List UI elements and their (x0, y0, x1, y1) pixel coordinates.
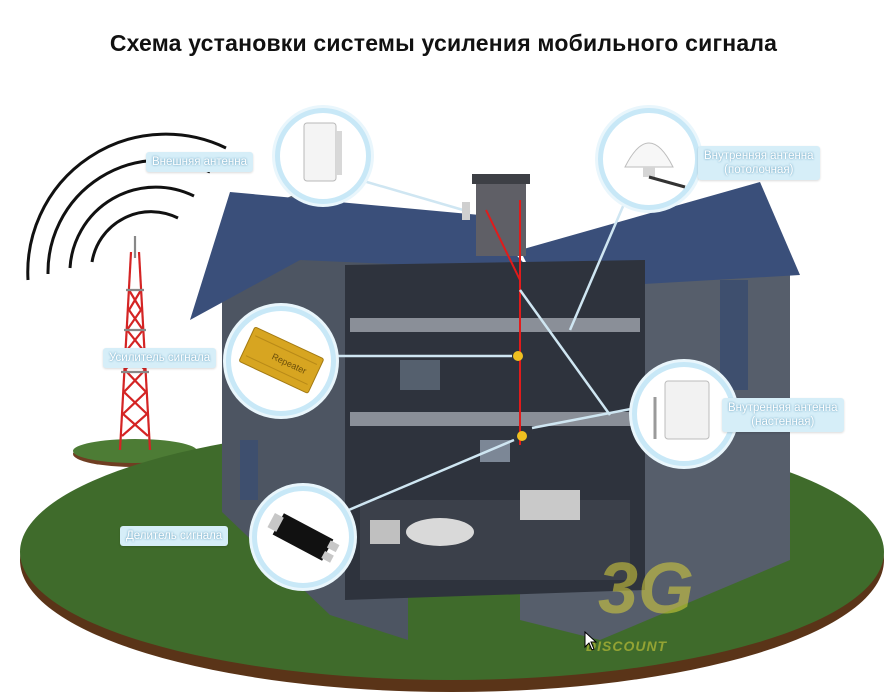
amplifier-point (513, 351, 523, 361)
wall-antenna-icon (653, 380, 710, 440)
floor-1 (350, 412, 640, 426)
rug (406, 518, 474, 546)
amplifier-callout: Repeater (226, 306, 336, 416)
floor-2 (350, 318, 640, 332)
ceiling-antenna-label-line1: Внутренняя антенна (704, 150, 814, 162)
wall-antenna-callout (632, 362, 736, 466)
watermark-sub: DISCOUNT (586, 638, 668, 654)
amplifier-label: Усилитель сигнала (103, 348, 217, 368)
cable (485, 200, 521, 445)
external-antenna-icon (303, 122, 342, 182)
splitter-label: Делитель сигнала (120, 526, 229, 546)
splitter-icon (267, 513, 340, 563)
cell-tower-icon (118, 236, 152, 451)
amplifier-icon: Repeater (239, 326, 324, 394)
wall-antenna-label-line1: Внутренняя антенна (728, 402, 838, 414)
wall-antenna-label-line2: (настенная) (751, 416, 815, 428)
cursor-icon (584, 631, 598, 651)
watermark-logo: 3G (598, 549, 695, 629)
antenna-mount (462, 202, 470, 220)
splitter-callout (252, 486, 354, 588)
external-antenna-label: Внешняя антенна (146, 152, 254, 172)
roof-left (190, 192, 530, 320)
external-antenna-callout (275, 108, 371, 204)
chimney (476, 178, 526, 256)
callout-lines (328, 178, 637, 514)
ceiling-antenna-callout (598, 108, 700, 210)
splitter-point (517, 431, 527, 441)
ceiling-antenna-label: Внутренняя антенна (потолочная) (698, 146, 820, 180)
wall-antenna-label: Внутренняя антенна (настенная) (722, 398, 844, 432)
window-right (720, 280, 748, 390)
ceiling-antenna-icon (624, 142, 686, 189)
page-title: Схема установки системы усиления мобильн… (109, 30, 778, 56)
sofa (520, 490, 580, 520)
ceiling-antenna-label-line2: (потолочная) (724, 164, 794, 176)
